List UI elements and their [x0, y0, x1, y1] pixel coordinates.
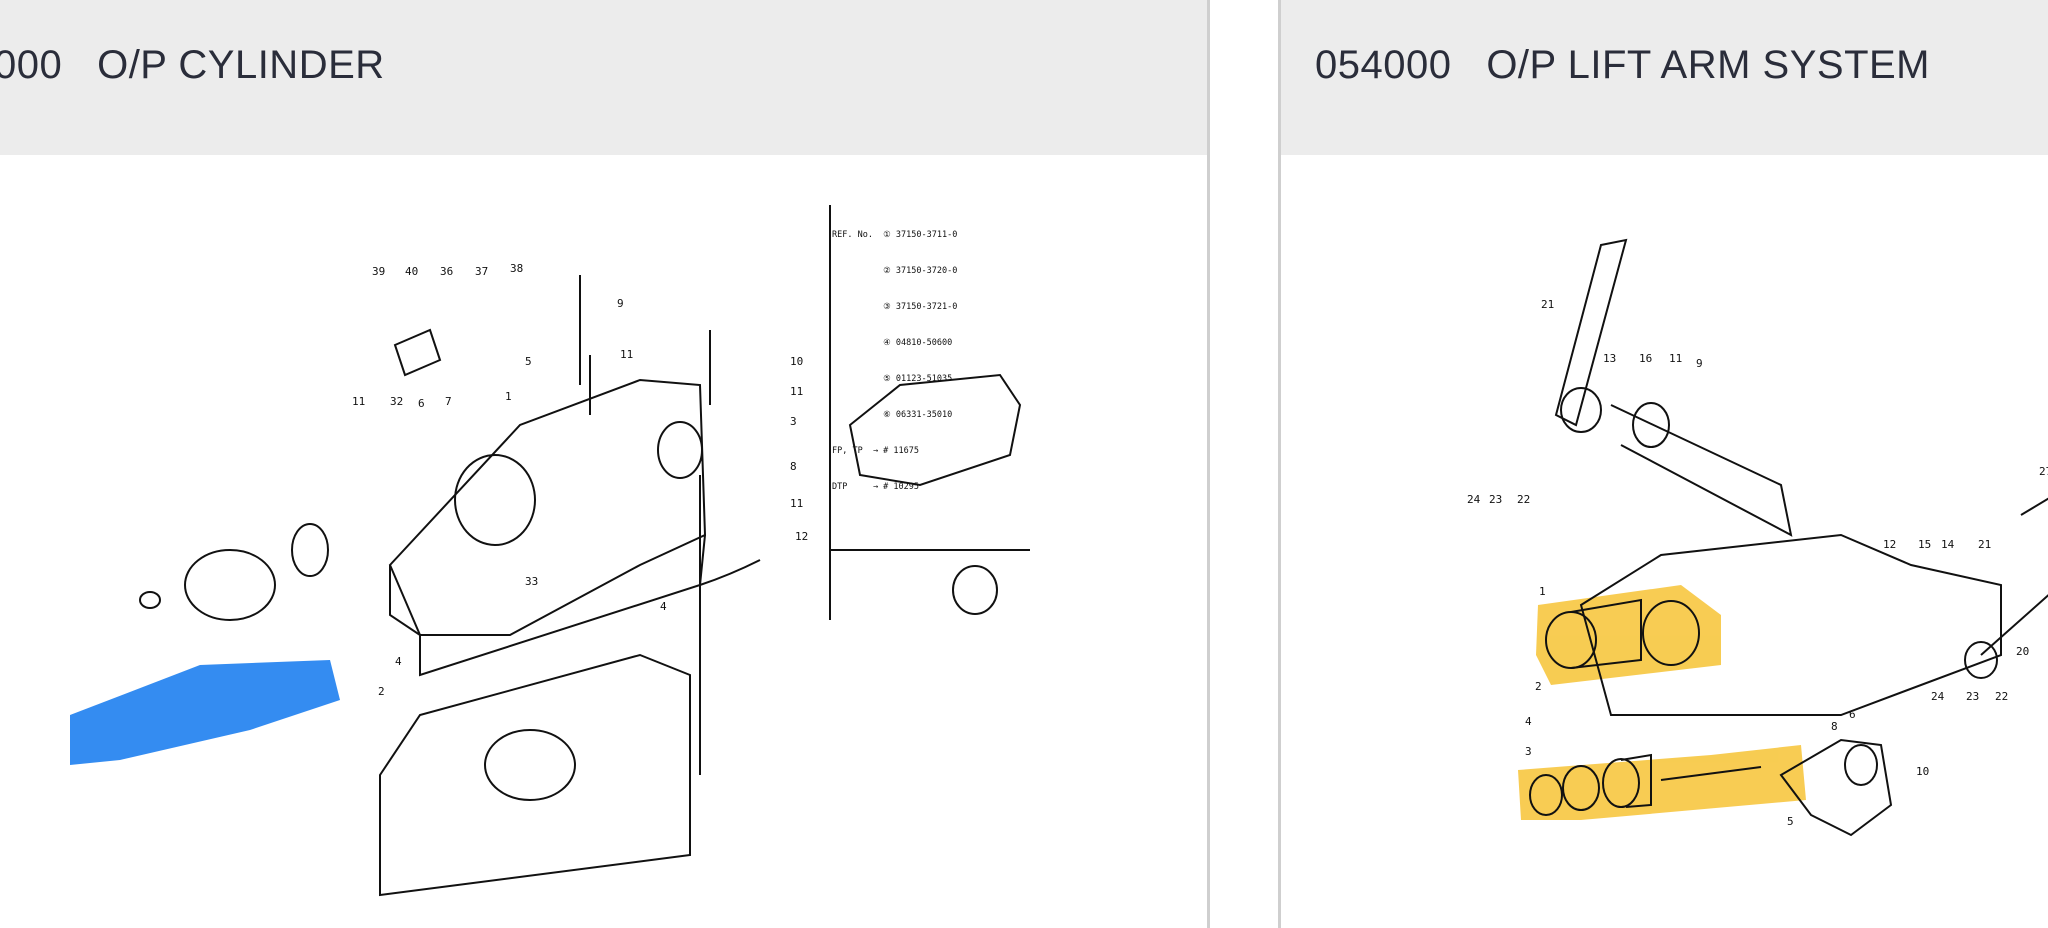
part-callout: 15: [1918, 538, 1931, 551]
part-callout: 9: [1696, 357, 1703, 370]
part-callout: 32: [390, 395, 403, 408]
card-header: 000 O/P CYLINDER: [0, 0, 1207, 155]
part-callout: 9: [617, 297, 624, 310]
part-callout: 7: [445, 395, 452, 408]
part-callout: 38: [510, 262, 523, 275]
part-callout: 12: [795, 530, 808, 543]
part-callout: 10: [790, 355, 803, 368]
part-callout: 27: [2039, 465, 2048, 478]
part-callout: 8: [1831, 720, 1838, 733]
reference-table: REF. No. ① 37150-3711-0 ② 37150-3720-0 ③…: [832, 205, 957, 517]
part-callout: 14: [1941, 538, 1955, 551]
card-title: 054000 O/P LIFT ARM SYSTEM: [1315, 43, 1930, 87]
yellow-highlights: [1518, 585, 1806, 820]
part-callout: 23: [1489, 493, 1502, 506]
part-callout: 20: [2016, 645, 2029, 658]
part-callout: 12: [1883, 538, 1896, 551]
card-title: 000 O/P CYLINDER: [0, 43, 385, 87]
part-callout: 1: [505, 390, 512, 403]
part-callout: 4: [660, 600, 667, 613]
part-callout: 11: [620, 348, 633, 361]
part-callout: 1: [1539, 585, 1546, 598]
part-callout: 3: [1525, 745, 1532, 758]
part-callout: 21: [1978, 538, 1991, 551]
part-callout: 6: [1849, 708, 1856, 721]
part-callout: 2: [1535, 680, 1542, 693]
part-callout: 21: [1541, 298, 1554, 311]
op-lift-arm-exploded-diagram: 2113161192423221121514212724386105242322…: [1467, 238, 2048, 837]
part-callout: 37: [475, 265, 488, 278]
part-callout: 24: [1931, 690, 1945, 703]
part-callout: 6: [418, 397, 425, 410]
ref-line: ⑤ 01123-51035: [832, 374, 953, 384]
part-callout: 5: [1787, 815, 1794, 828]
ref-line: ② 37150-3720-0: [832, 266, 958, 276]
part-callout: 22: [1517, 493, 1530, 506]
ref-line: ③ 37150-3721-0: [832, 302, 958, 312]
part-callout: 24: [1467, 493, 1481, 506]
part-callout: 5: [525, 355, 532, 368]
part-callout: 22: [1995, 690, 2008, 703]
ref-line: ⑥ 06331-35010: [832, 410, 953, 420]
part-callout: 8: [790, 460, 797, 473]
part-callout: 39: [372, 265, 385, 278]
part-callout: 10: [1916, 765, 1929, 778]
part-callout: 11: [790, 385, 803, 398]
ref-line: FP, TP → # 11675: [832, 446, 919, 456]
card-header: 054000 O/P LIFT ARM SYSTEM: [1281, 0, 2048, 155]
part-callout: 13: [1603, 352, 1616, 365]
part-callout: 2: [378, 685, 385, 698]
part-callout: 4: [1525, 715, 1532, 728]
part-callout: 36: [440, 265, 453, 278]
blue-highlight: [70, 660, 340, 765]
column-gap: [1210, 0, 1278, 928]
part-callout: 3: [790, 415, 797, 428]
ref-line: DTP → # 10295: [832, 482, 919, 492]
part-callout: 11: [790, 497, 803, 510]
part-callout: 11: [1669, 352, 1682, 365]
part-callout: 11: [352, 395, 365, 408]
part-callout: 40: [405, 265, 418, 278]
ref-line: ④ 04810-50600: [832, 338, 953, 348]
part-callout: 4: [395, 655, 402, 668]
part-callout: 16: [1639, 352, 1652, 365]
part-callout: 33: [525, 575, 538, 588]
ref-line: REF. No. ① 37150-3711-0: [832, 230, 958, 240]
part-callout: 23: [1966, 690, 1979, 703]
